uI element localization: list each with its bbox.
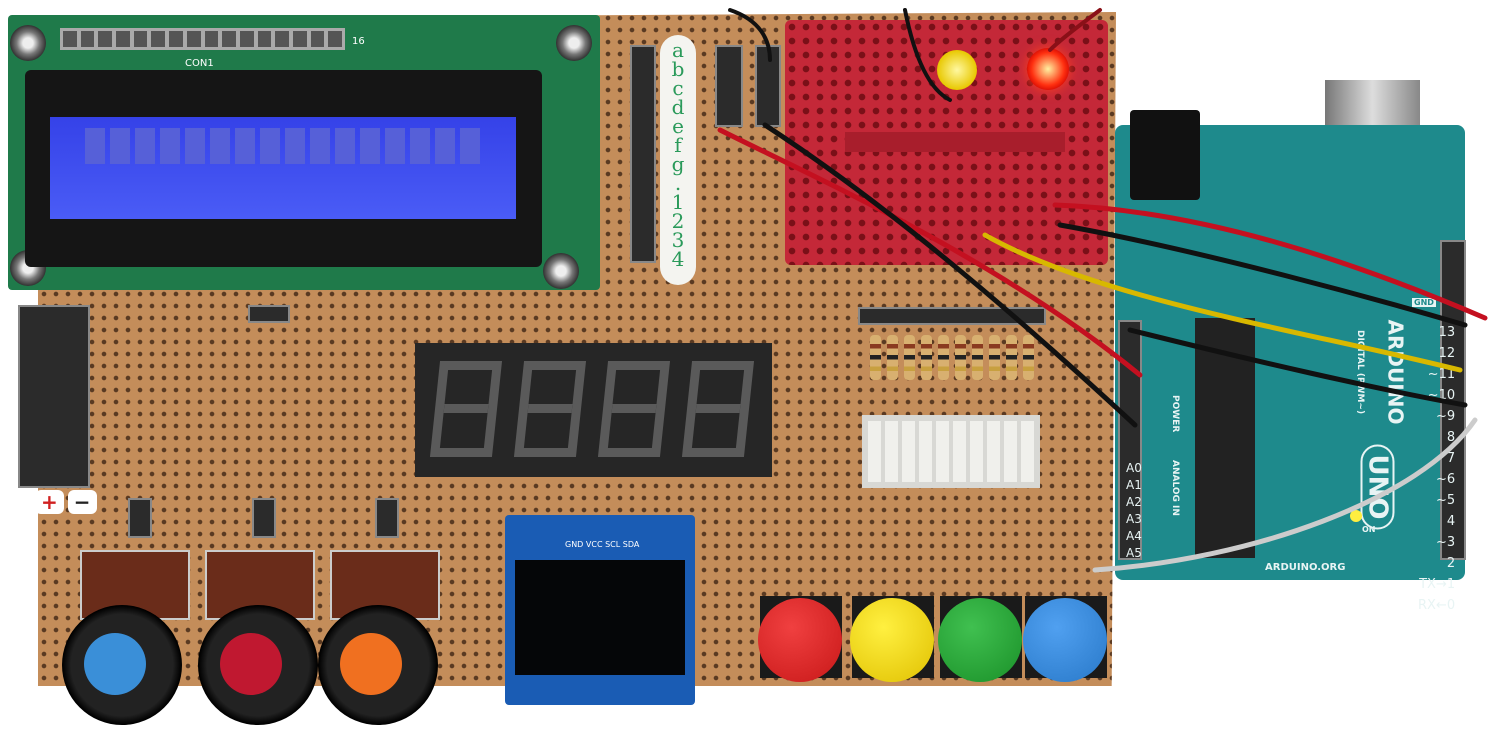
- seven-segment-display: [415, 343, 772, 477]
- gnd-label: GND: [1412, 298, 1436, 307]
- pin-label: 7: [1446, 451, 1456, 466]
- pot-jumper: [375, 498, 399, 538]
- screw: [10, 25, 46, 61]
- screw: [556, 25, 592, 61]
- oled-pin-labels: GND VCC SCL SDA: [565, 540, 640, 549]
- power-polarity-label: + −: [35, 490, 97, 514]
- label-d: d: [671, 95, 685, 119]
- yellow-led: [937, 50, 977, 90]
- black-wire: [762, 122, 1138, 428]
- red-wire: [1048, 8, 1102, 52]
- black-wire: [1057, 222, 1468, 328]
- label-1: 1: [671, 190, 685, 214]
- lcd-pin-header: [60, 28, 345, 50]
- power-header: [715, 45, 743, 127]
- pin-label: 8: [1446, 430, 1456, 445]
- label-3: 3: [671, 228, 685, 252]
- arduino-uno-board: [1115, 125, 1465, 580]
- left-pin-header: [18, 305, 90, 488]
- red-wire: [1052, 202, 1488, 321]
- yellow-wire: [982, 232, 1463, 373]
- analog-pin-labels: A0 A1 A2 A3 A4 A5: [1126, 460, 1142, 562]
- pin-label: ~5: [1435, 493, 1456, 508]
- potentiometer-knob-orange[interactable]: [318, 605, 438, 725]
- minus-label: −: [67, 490, 97, 514]
- white-wire: [1092, 417, 1478, 573]
- plus-label: +: [35, 490, 64, 514]
- segment-label-strip: a b c d e f g . 1 2 3 4: [660, 35, 696, 285]
- led-bar-graph: [862, 415, 1040, 488]
- label-g: g: [671, 152, 685, 176]
- pin-label: A5: [1126, 546, 1142, 560]
- label-2: 2: [671, 209, 685, 233]
- dc-power-jack: [1130, 110, 1200, 200]
- black-wire: [728, 8, 772, 62]
- green-push-button[interactable]: [938, 598, 1022, 682]
- on-label: ON: [1362, 525, 1376, 534]
- label-a: a: [672, 38, 684, 62]
- lcd-pin-count: 16: [352, 36, 365, 47]
- pin-label: A0: [1126, 461, 1142, 475]
- red-push-button[interactable]: [758, 598, 842, 682]
- label-c: c: [672, 76, 684, 100]
- black-wire: [903, 8, 952, 102]
- pot-jumper: [252, 498, 276, 538]
- yellow-push-button[interactable]: [850, 598, 934, 682]
- breadboard-channel: [845, 132, 1065, 152]
- oled-screen: [515, 560, 685, 675]
- label-4: 4: [671, 247, 685, 271]
- pin-label: 2: [1446, 556, 1456, 571]
- pin-label: A4: [1126, 529, 1142, 543]
- screw: [543, 253, 579, 289]
- pin-label: ~6: [1435, 472, 1456, 487]
- pin-label: 13: [1438, 325, 1456, 340]
- bargraph-header: [858, 307, 1046, 325]
- pin-label: ~3: [1435, 535, 1456, 550]
- red-led: [1027, 48, 1069, 90]
- pin-label: TX→1: [1419, 577, 1456, 592]
- pin-label: 4: [1446, 514, 1456, 529]
- pin-label: RX←0: [1418, 598, 1456, 613]
- blue-push-button[interactable]: [1023, 598, 1107, 682]
- label-dp: .: [674, 171, 682, 195]
- digital-pin-labels: 13 12 ~11 ~10 ~9 8 7 ~6 ~5 4 ~3 2 TX→1 R…: [1418, 322, 1455, 616]
- red-wire: [717, 127, 1143, 378]
- label-e: e: [672, 114, 684, 138]
- jumper-header: [248, 305, 290, 323]
- label-b: b: [671, 57, 685, 81]
- segment-header: [630, 45, 656, 263]
- power-on-led: [1350, 510, 1362, 522]
- black-wire: [1127, 327, 1468, 408]
- label-f: f: [674, 133, 682, 157]
- pin-label: A1: [1126, 478, 1142, 492]
- pot-jumper: [128, 498, 152, 538]
- lcd-header-label: CON1: [185, 58, 214, 69]
- pin-label: A2: [1126, 495, 1142, 509]
- pin-label: 12: [1438, 346, 1456, 361]
- potentiometer-knob-red[interactable]: [198, 605, 318, 725]
- digital-header: [1440, 240, 1466, 560]
- lcd-character-cells: [85, 128, 480, 164]
- pin-label: ~11: [1427, 367, 1456, 382]
- arduino-website: ARDUINO.ORG: [1265, 562, 1346, 573]
- pin-label: A3: [1126, 512, 1142, 526]
- potentiometer-knob-blue[interactable]: [62, 605, 182, 725]
- resistor-array: [870, 335, 1034, 380]
- pin-label: ~9: [1435, 409, 1456, 424]
